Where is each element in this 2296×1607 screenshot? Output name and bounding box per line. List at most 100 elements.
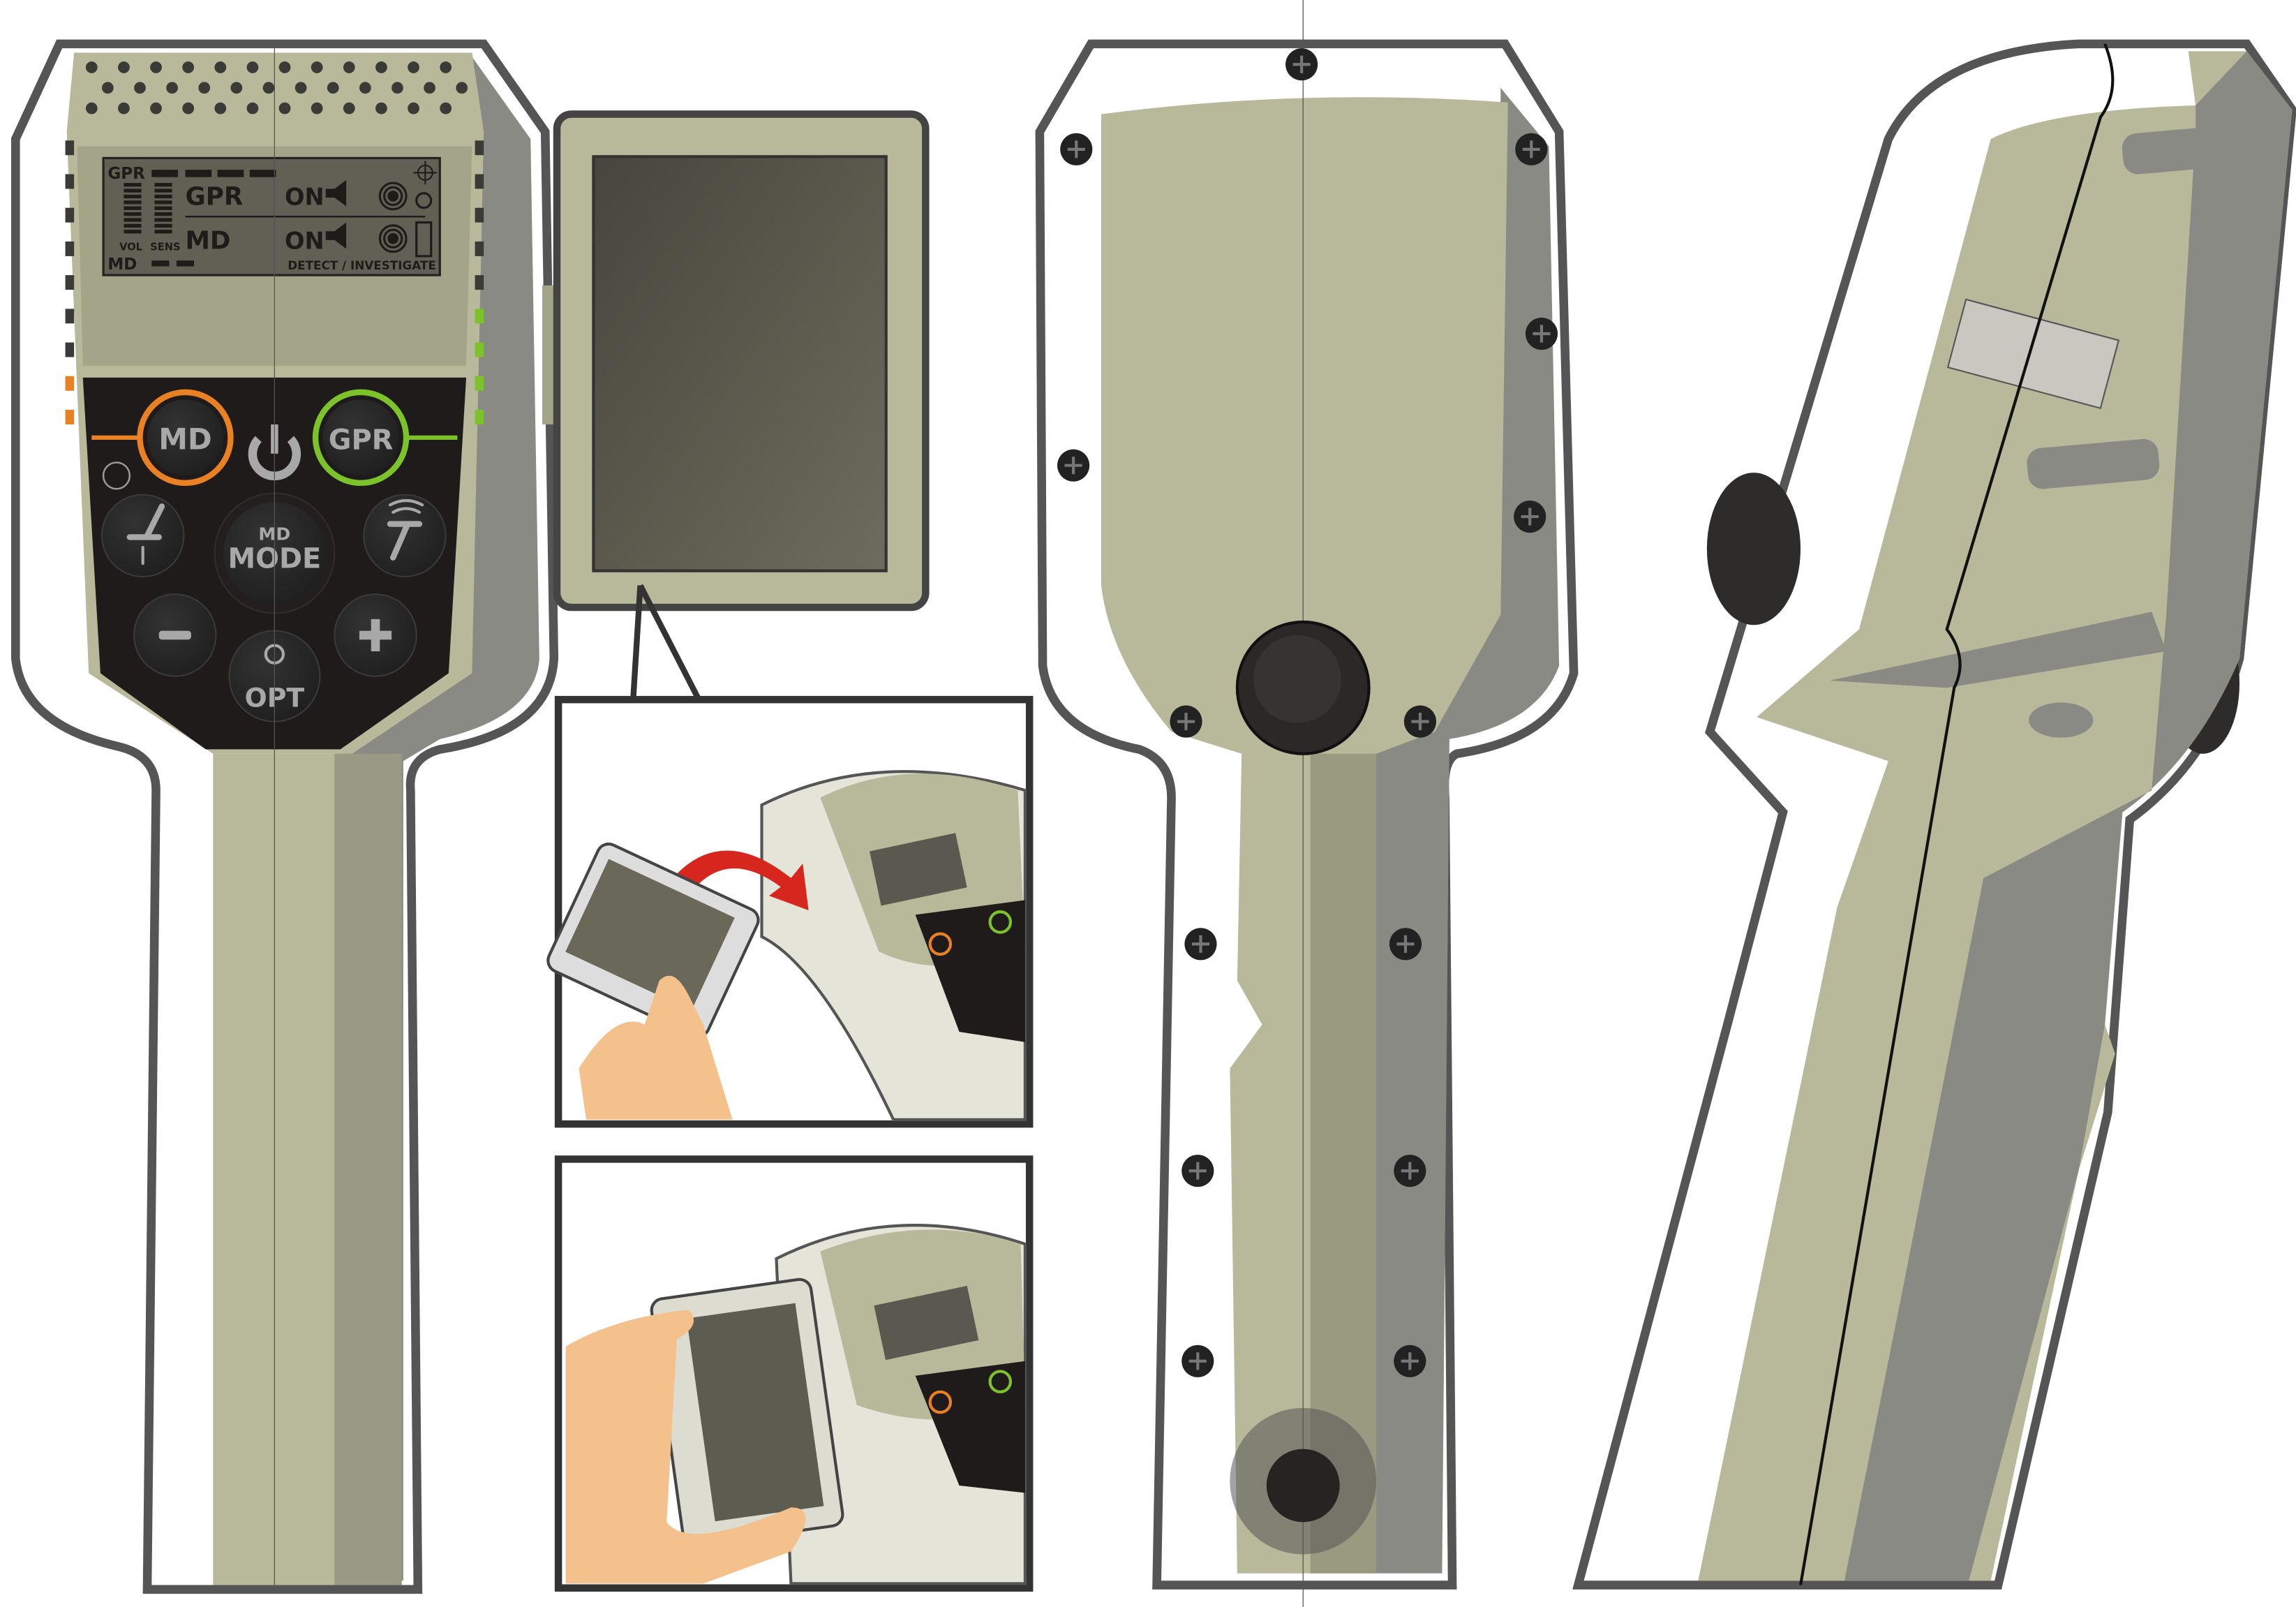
speaker-hole — [166, 82, 178, 94]
status-leds — [65, 140, 484, 424]
gpr-button[interactable]: GPR — [312, 389, 410, 487]
led — [65, 376, 75, 391]
screw-slot — [1188, 1352, 1207, 1370]
back-panel — [1101, 97, 1508, 1573]
speaker-hole — [408, 102, 419, 114]
side-body — [1698, 51, 2293, 1581]
screw-slot — [1191, 935, 1210, 953]
led — [475, 174, 484, 189]
plus-icon — [359, 619, 392, 651]
screw-slot — [1522, 140, 1540, 158]
vol-bar-segment — [124, 218, 142, 222]
sens-bar-segment — [154, 200, 172, 205]
screen-display — [592, 155, 888, 572]
lcd-gpr-mode: GPR — [185, 183, 243, 212]
lcd-vol-label: VOL — [119, 242, 142, 253]
screw-slot — [1401, 1352, 1419, 1370]
sens-bar-segment — [154, 212, 172, 216]
minus-button[interactable] — [133, 593, 217, 677]
md-button-label: MD — [158, 422, 212, 457]
screw-slot — [1188, 1162, 1207, 1180]
speaker-hole — [440, 102, 452, 114]
speaker-hole — [408, 61, 419, 73]
speaker-hole — [198, 82, 211, 94]
lcd-sens-label: SENS — [150, 242, 180, 253]
plus-button[interactable] — [334, 593, 417, 677]
lcd-vol-sens-bars — [124, 183, 172, 234]
lcd-display: GPR GPR MD VOL SENS MD ON ON DETECT / IN… — [102, 156, 441, 276]
led — [65, 174, 75, 189]
minus-icon — [158, 630, 191, 640]
interference-icon — [102, 461, 131, 490]
screw-slot — [1533, 325, 1551, 343]
bottom-cap[interactable] — [1230, 1407, 1377, 1555]
gpr-antenna-icon — [387, 498, 424, 561]
mount-plate — [1946, 298, 2120, 410]
vol-bar-segment — [124, 212, 142, 216]
side-view — [1572, 39, 2296, 1590]
speaker-hole — [440, 61, 452, 73]
led — [65, 309, 75, 324]
lcd-md-state: ON — [285, 227, 325, 254]
led — [475, 376, 484, 391]
mute-icon — [415, 192, 433, 209]
side-slot — [2027, 438, 2160, 489]
sens-bar-segment — [154, 183, 172, 187]
lcd-gpr-bar — [151, 170, 276, 177]
battery-knob[interactable] — [1235, 620, 1371, 755]
md-button[interactable]: MD — [137, 389, 234, 487]
callout-pointer — [629, 584, 703, 704]
sens-bar-segment — [154, 188, 172, 193]
speaker-hole — [262, 82, 275, 94]
front-handle-shade — [334, 753, 402, 1585]
speaker-hole — [150, 102, 162, 114]
inset-attach-step — [546, 695, 1034, 1128]
speaker-hole — [295, 82, 307, 94]
inset-attached-step — [554, 1155, 1034, 1592]
screw-slot — [1292, 55, 1311, 73]
led — [475, 342, 484, 357]
ground-balance-icon — [126, 503, 165, 565]
ground-balance-button[interactable] — [100, 494, 185, 578]
speaker-hole — [343, 61, 355, 73]
screw-slot — [1177, 713, 1195, 731]
speaker-hole — [278, 102, 291, 114]
side-knob-left — [1706, 473, 1801, 625]
speaker-hole — [424, 82, 435, 94]
gpr-antenna-button[interactable] — [363, 494, 447, 578]
speaker-hole — [278, 61, 291, 73]
screw-slot — [1064, 457, 1082, 475]
speaker-hole — [327, 82, 339, 94]
sens-bar-segment — [154, 206, 172, 210]
sens-bar-segment — [154, 230, 172, 234]
led — [475, 241, 484, 256]
led — [475, 309, 484, 324]
back-view — [1035, 0, 1579, 1607]
screw-slot — [1067, 140, 1085, 158]
screw-slot — [1401, 1162, 1419, 1180]
crosshair-icon — [413, 161, 438, 185]
vol-bar-segment — [124, 194, 142, 199]
sens-bar-segment — [154, 223, 172, 228]
led — [475, 207, 484, 223]
battery-icon — [415, 221, 433, 258]
screws — [1057, 48, 1558, 1377]
speaker-hole — [359, 82, 371, 94]
led — [65, 342, 75, 357]
speaker-hole — [214, 102, 227, 114]
led — [65, 410, 75, 424]
speaker-hole — [182, 102, 195, 114]
speaker-hole — [392, 82, 403, 94]
screw-slot — [1396, 935, 1415, 953]
front-handle — [213, 753, 342, 1585]
speaker-hole — [85, 61, 98, 73]
lcd-footer: DETECT / INVESTIGATE — [288, 258, 436, 272]
speaker-hole — [150, 61, 162, 73]
vol-bar-segment — [124, 230, 142, 234]
speaker-hole — [456, 82, 468, 94]
led — [475, 275, 484, 290]
speaker-hole — [375, 102, 387, 114]
front-view: GPR GPR MD VOL SENS MD ON ON DETECT / IN… — [10, 39, 559, 1594]
vol-bar-segment — [124, 206, 142, 210]
